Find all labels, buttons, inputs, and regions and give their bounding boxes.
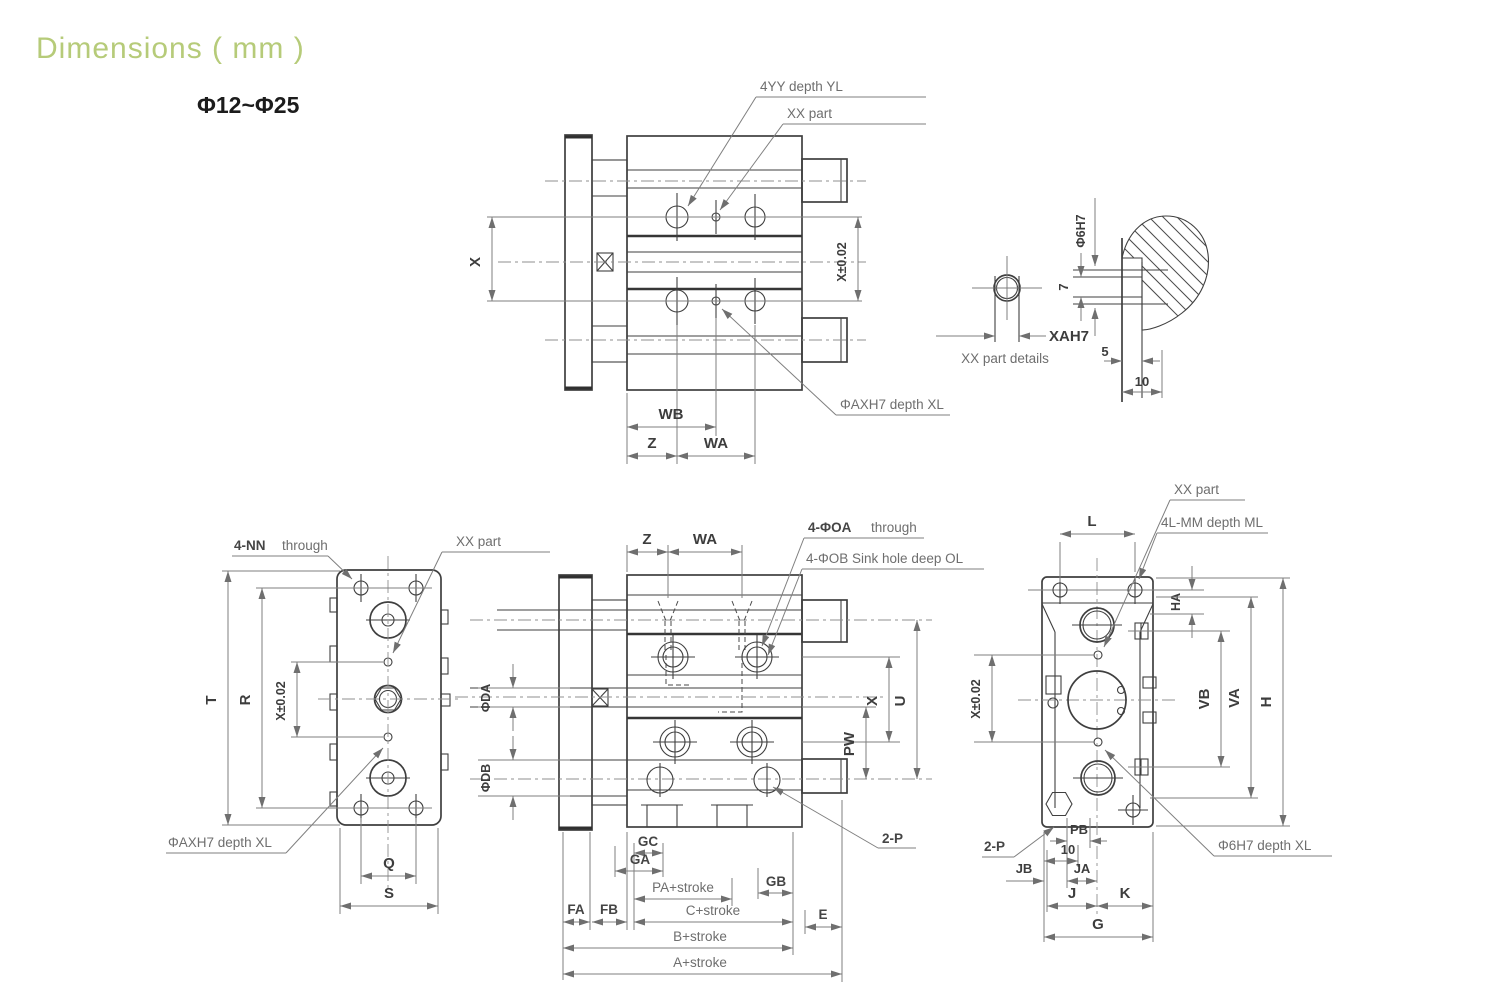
dim-va: VA (1226, 688, 1243, 708)
leader-ob-label: 4-ΦOB Sink hole deep OL (806, 551, 964, 566)
leader-axh7-left: ΦAXH7 depth XL (168, 835, 272, 850)
dim-z-top: Z (647, 435, 656, 452)
dim-ga: GA (630, 852, 651, 867)
detail-caption: XX part details (961, 351, 1049, 366)
dim-t: T (203, 695, 220, 704)
top-view-centerlines (498, 180, 866, 341)
page-title: Dimensions ( mm ) (36, 32, 305, 65)
dim-a-stroke: A+stroke (673, 955, 727, 970)
detail-section: Φ6H7 7 5 10 (1056, 198, 1210, 402)
dim-g: G (1092, 916, 1104, 933)
dim-fb: FB (600, 902, 618, 917)
dim-xah7: XAH7 (1049, 328, 1089, 345)
dim-pa-stroke: PA+stroke (652, 880, 714, 895)
dim-r: R (237, 694, 254, 705)
leader-axh7-top: ΦAXH7 depth XL (840, 397, 944, 412)
dim-z-side: Z (642, 531, 651, 548)
dim-xtol-right: X±0.02 (969, 679, 983, 719)
leader-2p-side: 2-P (882, 831, 903, 846)
left-view-dimensions: T R X±0.02 Q S (203, 570, 439, 914)
side-view-holes (646, 635, 781, 797)
dim-pb: PB (1070, 822, 1088, 837)
leader-lmm: 4L-MM depth ML (1161, 515, 1264, 530)
dim-10-detail: 10 (1135, 374, 1149, 389)
side-view: Z WA 4-ΦOA through 4-ΦOB Sink hole deep … (455, 520, 984, 982)
left-end-view: T R X±0.02 Q S 4-NN through XX part ΦAXH… (166, 534, 550, 914)
dim-xtol-left: X±0.02 (274, 681, 288, 721)
right-view-outline (1018, 558, 1178, 915)
leader-6h7-right: Φ6H7 depth XL (1218, 838, 1312, 853)
top-view-dimensions: X X±0.02 WB Z WA (467, 216, 862, 464)
leader-oa-bold: 4-ΦOA (808, 520, 852, 535)
dim-gc: GC (638, 834, 659, 849)
dim-s: S (384, 885, 394, 902)
dim-db: ΦDB (479, 764, 493, 792)
dim-wa-top: WA (704, 435, 728, 452)
dim-wa-side: WA (693, 531, 717, 548)
dim-e: E (818, 907, 827, 922)
side-view-bottom-dimensions: GC GA PA+stroke GB FA FB C+stroke E B+st… (562, 800, 843, 982)
side-view-outline (455, 574, 932, 831)
dim-ja: JA (1074, 861, 1091, 876)
size-range-label: Φ12~Φ25 (197, 92, 300, 118)
dim-x-top: X (467, 257, 484, 267)
dim-ha: HA (1169, 593, 1183, 611)
dim-xtol-top: X±0.02 (835, 242, 849, 282)
right-end-view: XX part 4L-MM depth ML 2-P Φ6H7 depth XL… (969, 482, 1332, 942)
side-view-left-dimensions: ΦDA ΦDB (478, 664, 570, 820)
leader-yy-label: 4YY depth YL (760, 79, 843, 94)
leader-2p-right: 2-P (984, 839, 1005, 854)
top-view-holes (665, 193, 766, 325)
dim-gb: GB (766, 874, 787, 889)
dim-phi6h7: Φ6H7 (1074, 214, 1088, 247)
dim-q: Q (383, 855, 395, 872)
dim-h: H (1258, 697, 1275, 708)
side-view-top-dimensions: Z WA 4-ΦOA through 4-ΦOB Sink hole deep … (626, 520, 984, 656)
dim-jb: JB (1016, 861, 1033, 876)
leader-nn-bold: 4-NN (234, 538, 266, 553)
dim-j: J (1068, 885, 1076, 902)
left-view-leaders: 4-NN through XX part ΦAXH7 depth XL (166, 534, 550, 854)
right-view-holes (1028, 576, 1204, 825)
dim-da: ΦDA (479, 684, 493, 712)
leader-nn-rest: through (282, 538, 328, 553)
dim-fa: FA (567, 902, 585, 917)
dim-10-right: 10 (1061, 842, 1075, 857)
hatch-lines (1122, 216, 1209, 330)
dim-pw: PW (841, 731, 858, 756)
dim-c-stroke: C+stroke (686, 903, 740, 918)
side-view-right-dimensions: PW X U 2-P (772, 620, 921, 849)
xx-part-detail-view: XAH7 XX part details Φ (936, 198, 1210, 402)
leader-xx-part-right: XX part (1174, 482, 1219, 497)
dim-b-stroke: B+stroke (673, 929, 727, 944)
dim-vb: VB (1196, 688, 1213, 709)
left-view-outline (329, 569, 451, 826)
right-view-bottom-dimensions: PB 10 JB JA J K G (1006, 818, 1154, 942)
leader-xx-part-top: XX part (787, 106, 832, 121)
detail-hole: XAH7 XX part details (936, 256, 1089, 366)
dim-7: 7 (1056, 283, 1071, 290)
top-view-outline (564, 134, 848, 391)
dim-k: K (1120, 885, 1131, 902)
top-view-leaders: 4YY depth YL XX part ΦAXH7 depth XL (687, 79, 950, 416)
right-view-leaders: XX part 4L-MM depth ML 2-P Φ6H7 depth XL (982, 482, 1332, 858)
dim-wb: WB (659, 406, 684, 423)
top-plan-view: X X±0.02 WB Z WA 4YY depth YL XX part ΦA… (467, 79, 950, 464)
dim-5: 5 (1101, 344, 1108, 359)
leader-oa-rest: through (871, 520, 917, 535)
side-view-passages (657, 600, 753, 713)
dim-l: L (1087, 513, 1096, 530)
dim-u: U (892, 696, 909, 707)
right-view-dimensions: L HA VB VA H X±0.02 (969, 513, 1290, 827)
dim-x-side: X (864, 696, 881, 706)
leader-xx-part-left: XX part (456, 534, 501, 549)
